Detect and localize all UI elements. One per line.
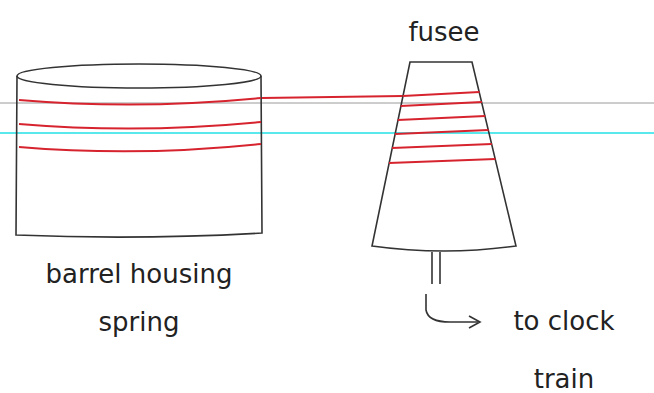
part-label: barrel housing spring <box>9 250 269 346</box>
fusee-outline <box>370 60 518 254</box>
ruled-line <box>0 132 654 134</box>
chain-line <box>262 96 403 98</box>
arrow-head <box>469 316 480 328</box>
fusee-shaft <box>439 252 441 284</box>
chain-wrap <box>19 98 261 151</box>
fusee-shaft <box>431 252 433 284</box>
fusee-cone: fusee <box>370 60 518 254</box>
drive-arrow <box>426 294 478 322</box>
chain-wrap <box>389 92 495 163</box>
spring-barrel: barrel housing spring <box>14 62 264 240</box>
part-label: fusee <box>384 8 504 56</box>
output-label: to clock train <box>484 292 644 393</box>
barrel-outline <box>14 62 264 240</box>
